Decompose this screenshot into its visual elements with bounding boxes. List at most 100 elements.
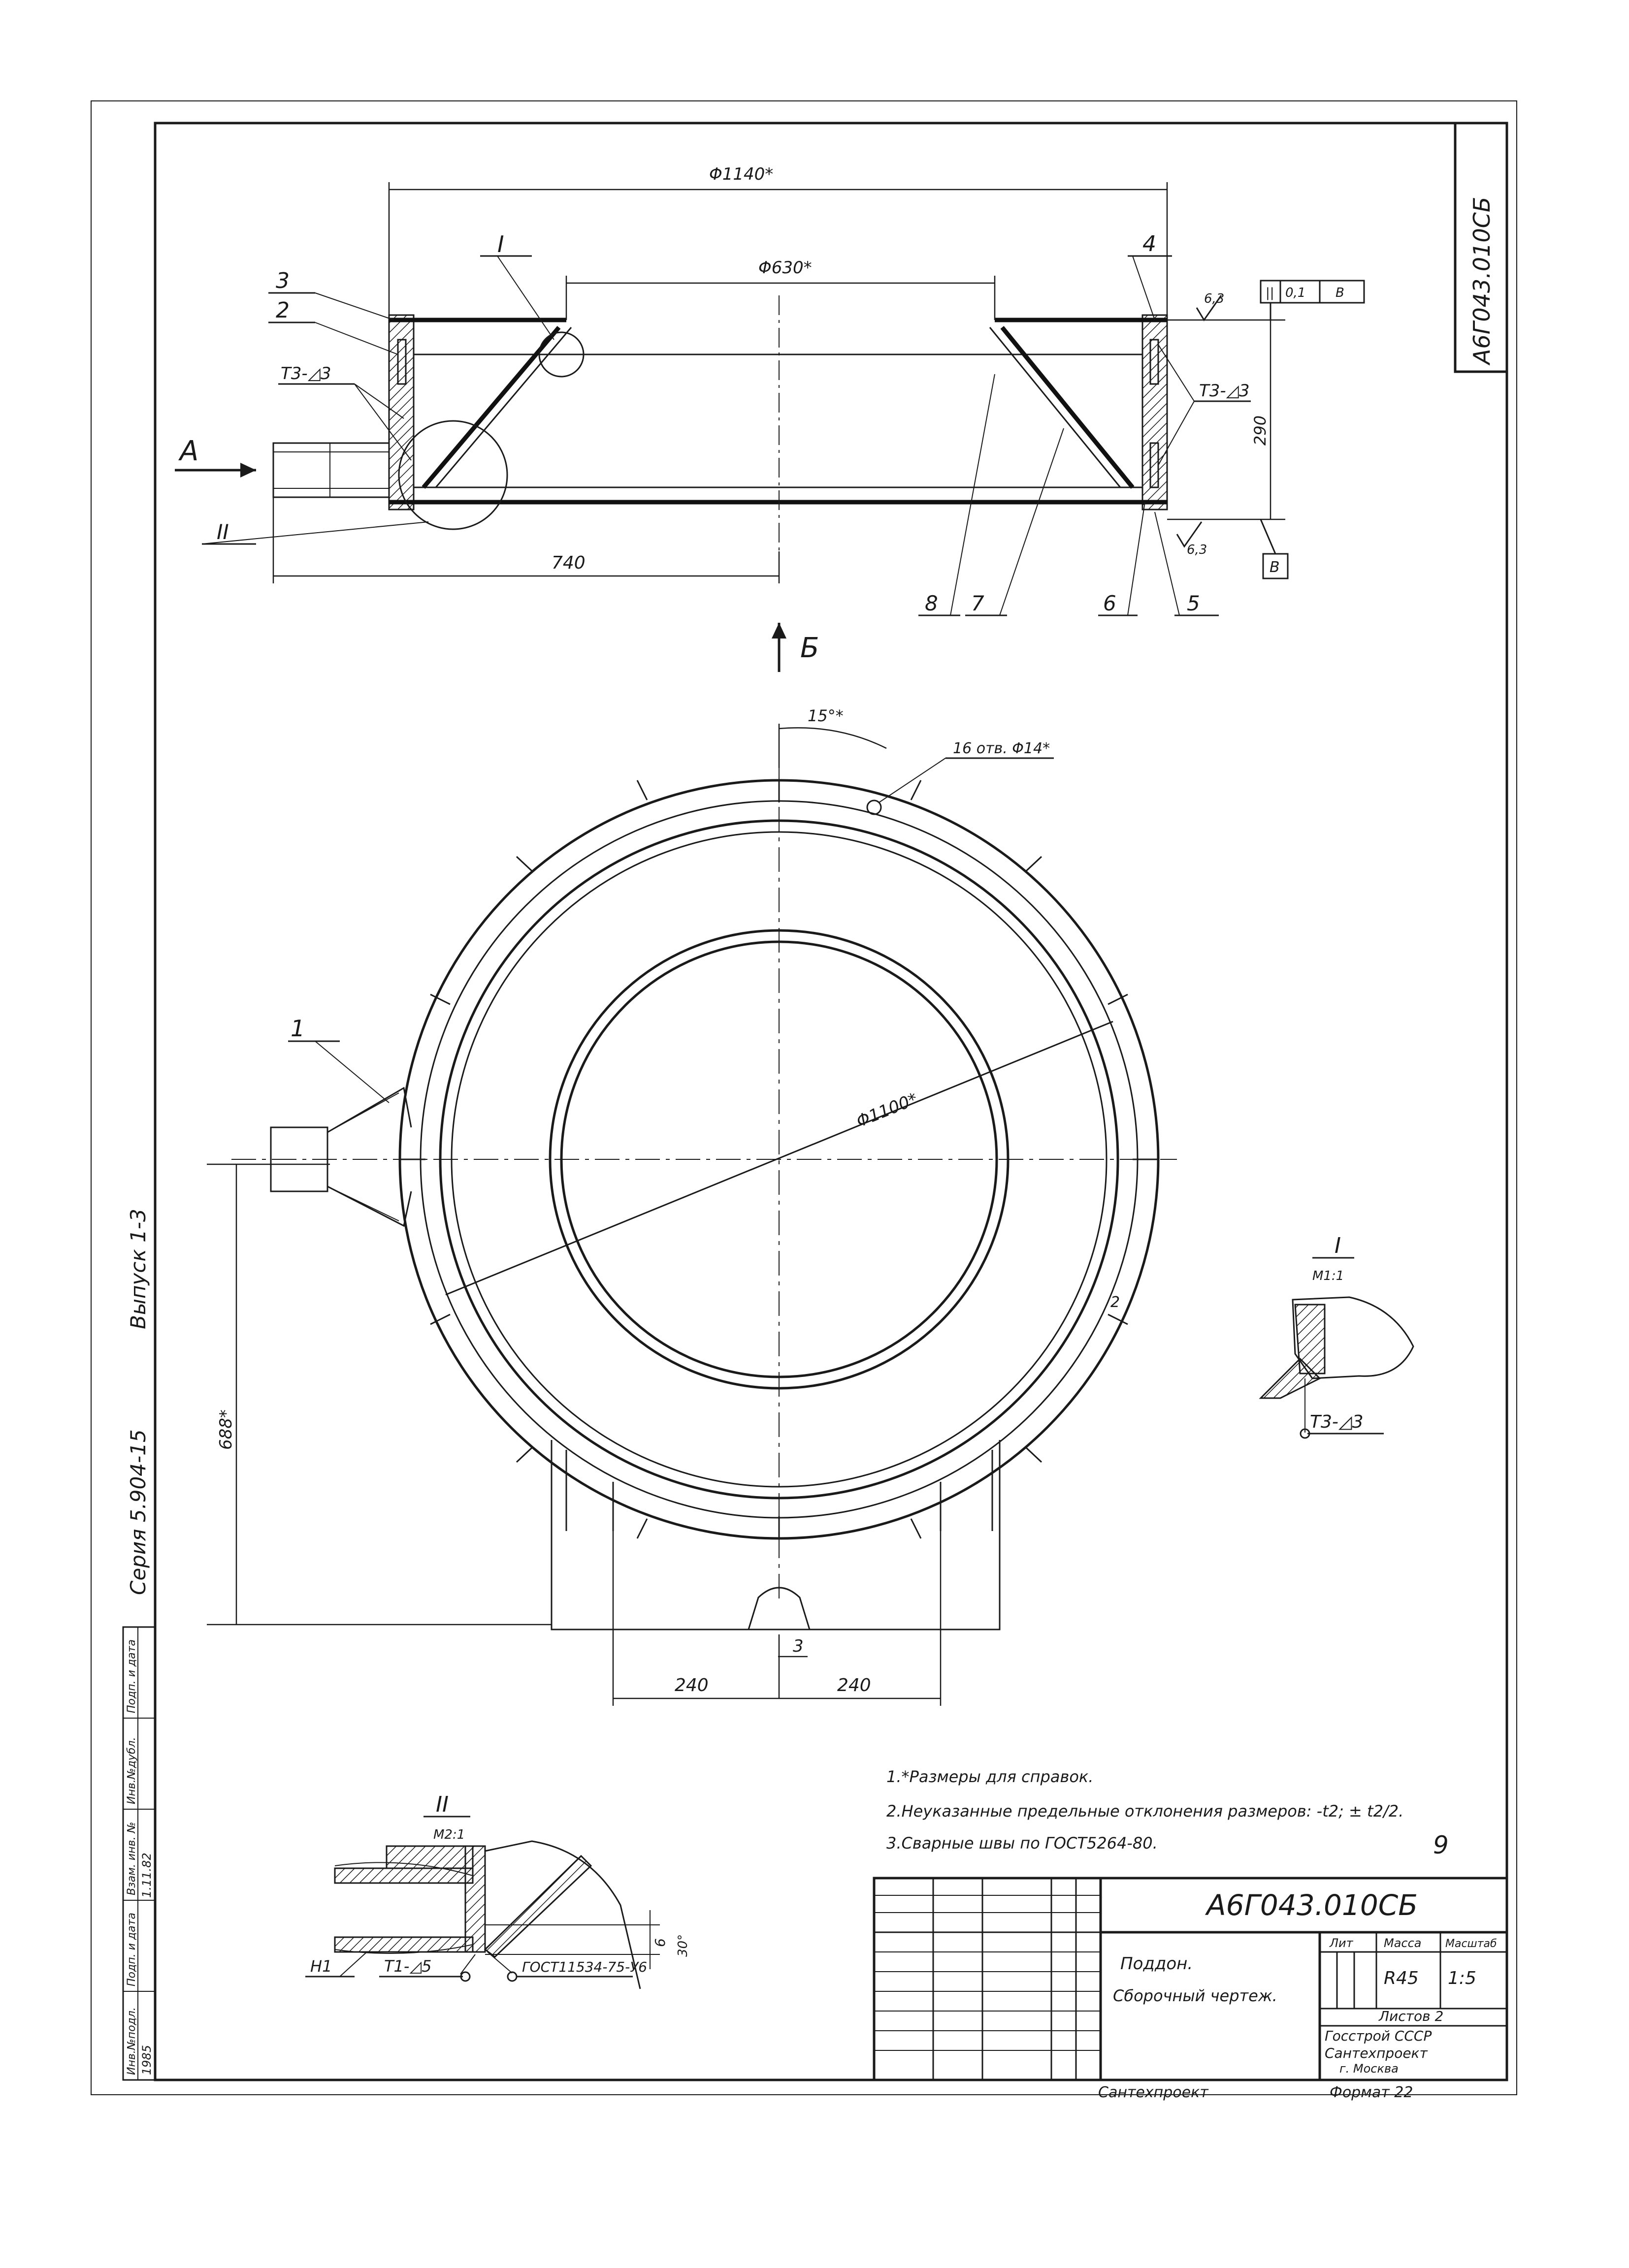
svg-text:740: 740 [552,553,586,573]
dim-1140: Φ1140* [388,164,1168,315]
plan-drain-pipe [270,1126,328,1192]
dim-holes: 16 отв. Φ14* [953,740,1050,757]
title-block: А6Г043.010СБ Поддон. Сборочный чертеж. Л… [873,1877,1508,2081]
title-col-mass: Масса [1384,1936,1422,1950]
code-stamp-box: А6Г043.010СБ [1454,122,1508,373]
svg-text:М1:1: М1:1 [1312,1269,1344,1283]
sheet-frame [154,122,1508,2081]
detail-II-marker [398,420,508,530]
svg-text:В: В [1270,559,1280,576]
code-stamp-text: А6Г043.010СБ [1468,197,1495,366]
title-sheets: Листов 2 [1378,2008,1443,2024]
title-line-1: Поддон. [1120,1954,1193,1974]
part-2-plan: 2 [1110,1294,1120,1311]
issue-label: Выпуск 1-3 [126,1209,150,1329]
bottom-left-stamp: Сантехпроект [1098,2084,1209,2101]
tolerance-frame: || 0,1 В В 6,3 6,3 [1176,280,1365,579]
detail-II-weld-gost: ГОСТ11534-75-У6 [522,1959,647,1975]
detail-II-weld-H1: Н1 [310,1957,332,1976]
series-label: Серия 5.904-15 [126,1429,150,1595]
view-arrows: А Б [175,435,819,672]
detail-I-callout: I [497,231,504,257]
svg-text:||: || [1266,286,1274,300]
left-outer-wall [388,314,415,511]
svg-text:Φ1140*: Φ1140* [709,164,773,184]
note-2: 2.Неуказанные предельные отклонения разм… [886,1802,1403,1821]
detail-I-weld: Т3-◿3 [1310,1412,1363,1432]
svg-text:0,1: 0,1 [1285,286,1305,300]
detail-I: I М1:1 Т3-◿3 [1259,1233,1414,1439]
detail-II-weld-T1: Т1-◿5 [384,1957,431,1976]
cone-left [422,326,561,489]
svg-text:I: I [1335,1233,1341,1258]
title-scale: 1:5 [1448,1968,1476,1988]
drain-pipe [272,442,390,498]
title-org-1: Госстрой СССР [1325,2028,1432,2044]
dim-630: Φ630* [565,258,996,320]
part-8: 8 [925,591,938,615]
sidebar-cell-0: Подп. и дата [126,1639,138,1713]
svg-text:II: II [436,1792,449,1817]
drawing-code: А6Г043.010СБ [1205,1888,1418,1922]
sidebar-year: 1985 [140,2045,154,2075]
plan-dimensions: Φ1100* 15°* 16 отв. Φ14* 688* 240 240 3 … [207,706,1120,1706]
title-line-2: Сборочный чертеж. [1113,1986,1277,2005]
part-5: 5 [1187,591,1200,615]
part-2: 2 [276,298,290,323]
svg-text:6: 6 [652,1938,668,1947]
svg-text:6,3: 6,3 [1204,291,1224,306]
sidebar-cell-3: Подп. и дата [126,1913,138,1986]
part-1: 1 [291,1015,305,1042]
dim-240-left: 240 [675,1675,709,1695]
right-outer-wall [1141,314,1168,511]
part-6: 6 [1103,591,1116,615]
diameter-line [445,1021,1113,1296]
detail-I-marker [538,331,585,378]
svg-text:30°: 30° [676,1934,690,1957]
view-B-label: Б [800,632,819,664]
title-col-scale: Масштаб [1445,1938,1497,1950]
dim-290: 290 [1167,319,1285,520]
part-7: 7 [971,591,984,615]
dim-740: 740 [272,497,780,583]
svg-text:В: В [1336,286,1344,300]
title-org-2: Сантехпроект [1325,2045,1428,2061]
plan-view [231,726,1177,1630]
cone-right [1000,326,1135,489]
sidebar-date: 1.11.82 [140,1853,154,1898]
weld-T3-right: Т3-◿3 [1199,381,1249,401]
note-3: 3.Сварные швы по ГОСТ5264-80. [886,1834,1158,1853]
title-col-lit: Лит [1329,1936,1354,1950]
part-3: 3 [276,268,290,293]
dim-240-right: 240 [837,1675,871,1695]
part-leaders-section: 3 2 Т3-◿3 I II 4 Т3-◿3 8 7 6 5 [201,231,1251,616]
detail-II-callout: II [217,520,229,544]
mounting-foot-outline [551,1440,1001,1630]
part-4: 4 [1142,231,1156,256]
rim-ticks [400,780,1158,1539]
sheet-outer-border [91,100,1517,2095]
title-org-3: г. Москва [1339,2062,1399,2076]
bottom-right-stamp: Формат 22 [1330,2084,1413,2101]
section-view [272,295,1168,551]
title-mass: R45 [1384,1968,1419,1988]
dim-angle-15: 15°* [808,706,844,725]
dim-688: 688* [216,1409,236,1450]
view-A-label: А [178,435,198,467]
sidebar-cell-1: Инв.№дубл. [126,1737,138,1804]
sheet-number: 9 [1433,1831,1449,1859]
sidebar-cell-4: Инв.№подл. [126,2007,138,2075]
note-1: 1.*Размеры для справок. [886,1767,1093,1786]
svg-text:6,3: 6,3 [1187,543,1207,557]
svg-text:290: 290 [1251,415,1270,446]
dim-gap-3: 3 [793,1636,804,1656]
weld-T3-left: Т3-◿3 [281,364,331,383]
svg-text:М2:1: М2:1 [433,1827,465,1842]
dim-diameter-1100: Φ1100* [853,1089,920,1131]
sidebar-approval: Подп. и дата Инв.№дубл. Взам. инв. № Под… [122,1626,156,2081]
svg-text:Φ630*: Φ630* [758,258,812,278]
bolt-hole [866,799,882,815]
detail-II: II М2:1 6 30° Н1 Т1-◿5 ГОСТ11534-75-У6 [305,1792,690,1989]
notes: 1.*Размеры для справок. 2.Неуказанные пр… [886,1767,1449,1859]
